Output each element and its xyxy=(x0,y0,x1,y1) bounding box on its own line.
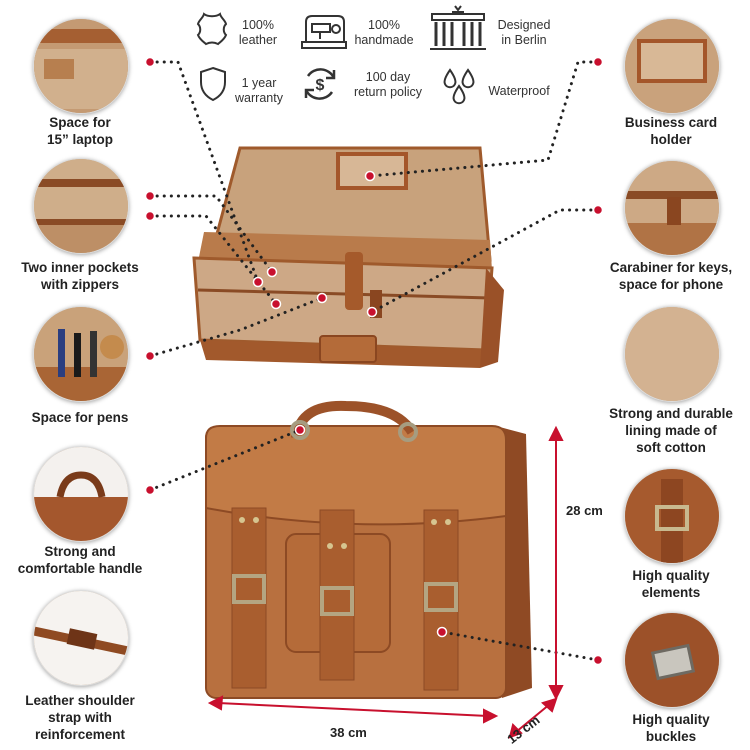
dimension-height: 28 cm xyxy=(566,503,603,518)
feature-waterproof-text: Waterproof xyxy=(488,84,550,98)
svg-text:$: $ xyxy=(316,77,325,94)
leather-hide-icon xyxy=(196,12,228,46)
pens-photo xyxy=(33,306,129,402)
return-dollar-icon: $ xyxy=(304,68,336,100)
dimension-width: 38 cm xyxy=(330,725,367,740)
carabiner-photo xyxy=(624,160,720,256)
business-card-photo xyxy=(624,18,720,114)
shoulder-strap-photo xyxy=(33,590,129,686)
sewing-machine-icon xyxy=(301,15,347,49)
cotton-lining-photo xyxy=(624,306,720,402)
carabiner-label: Carabiner for keys,space for phone xyxy=(609,260,733,292)
inner-pockets-photo xyxy=(33,158,129,254)
feature-leather-text: 100%leather xyxy=(238,18,278,47)
buckles-photo xyxy=(624,612,720,708)
open-bag-image xyxy=(192,146,504,368)
pens-label: Space for pens xyxy=(31,410,129,425)
brandenburg-gate-icon xyxy=(430,5,486,50)
shield-icon xyxy=(200,66,226,102)
feature-handmade-text: 100%handmade xyxy=(354,18,414,47)
closed-bag-image xyxy=(205,400,532,699)
water-drops-icon xyxy=(443,68,475,105)
laptop-space-photo xyxy=(33,18,129,114)
handle-photo xyxy=(33,446,129,542)
elements-photo xyxy=(624,468,720,564)
